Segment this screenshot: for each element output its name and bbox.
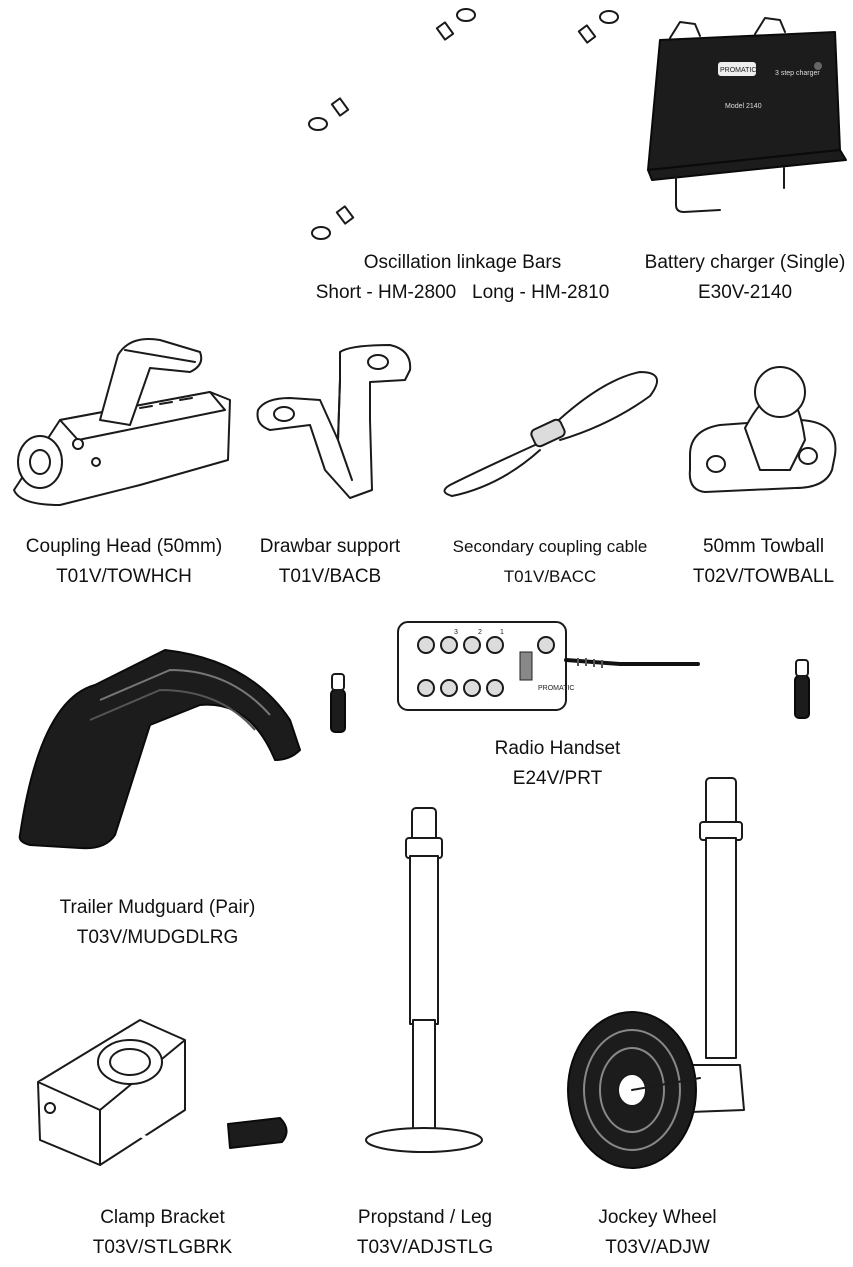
product-name: Battery charger (Single) (644, 252, 846, 273)
product-code: T03V/MUDGDLRG (76, 927, 239, 948)
product-code: T02V/TOWBALL (692, 566, 835, 587)
product-name: Jockey Wheel (598, 1207, 717, 1228)
svg-text:2: 2 (478, 629, 482, 636)
product-name: Coupling Head (50mm) (25, 536, 223, 557)
svg-text:Model 2140: Model 2140 (725, 103, 762, 110)
caption-charger: Battery charger (Single) E30V-2140 (640, 248, 850, 308)
svg-text:3: 3 (454, 629, 458, 636)
product-code: T01V/BACC (503, 567, 597, 586)
product-name: Oscillation linkage Bars (363, 252, 562, 273)
product-code: T01V/TOWHCH (56, 566, 192, 587)
caption-linkage: Oscillation linkage Bars Short - HM-2800… (300, 248, 625, 308)
svg-text:3 step charger: 3 step charger (775, 70, 820, 77)
product-name: Propstand / Leg (357, 1207, 493, 1228)
product-code: E30V-2140 (697, 282, 793, 303)
caption-radio: Radio Handset E24V/PRT (460, 734, 655, 794)
caption-mudguard: Trailer Mudguard (Pair) T03V/MUDGDLRG (40, 893, 275, 953)
caption-towball: 50mm Towball T02V/TOWBALL (676, 532, 851, 592)
caption-cable: Secondary coupling cable T01V/BACC (430, 532, 670, 592)
caption-jockey: Jockey Wheel T03V/ADJW (570, 1203, 745, 1263)
product-name: Radio Handset (494, 738, 621, 759)
product-name: Drawbar support (259, 536, 401, 557)
product-code: T03V/STLGBRK (92, 1237, 233, 1258)
svg-text:PROMATIC: PROMATIC (720, 67, 756, 74)
caption-drawbar: Drawbar support T01V/BACB (240, 532, 420, 592)
product-code: T01V/BACB (278, 566, 382, 587)
caption-clamp: Clamp Bracket T03V/STLGBRK (70, 1203, 255, 1263)
product-code: T03V/ADJW (605, 1237, 710, 1258)
product-code: T03V/ADJSTLG (356, 1237, 494, 1258)
product-name: 50mm Towball (702, 536, 825, 557)
caption-propstand: Propstand / Leg T03V/ADJSTLG (330, 1203, 520, 1263)
svg-text:PROMATIC: PROMATIC (538, 685, 574, 692)
product-name: Trailer Mudguard (Pair) (59, 897, 256, 918)
product-name: Secondary coupling cable (452, 537, 648, 556)
product-code: E24V/PRT (512, 768, 603, 789)
svg-text:1: 1 (500, 629, 504, 636)
product-code: Short - HM-2800 Long - HM-2810 (315, 282, 610, 303)
caption-coupling: Coupling Head (50mm) T01V/TOWHCH (8, 532, 240, 592)
product-name: Clamp Bracket (100, 1207, 225, 1228)
